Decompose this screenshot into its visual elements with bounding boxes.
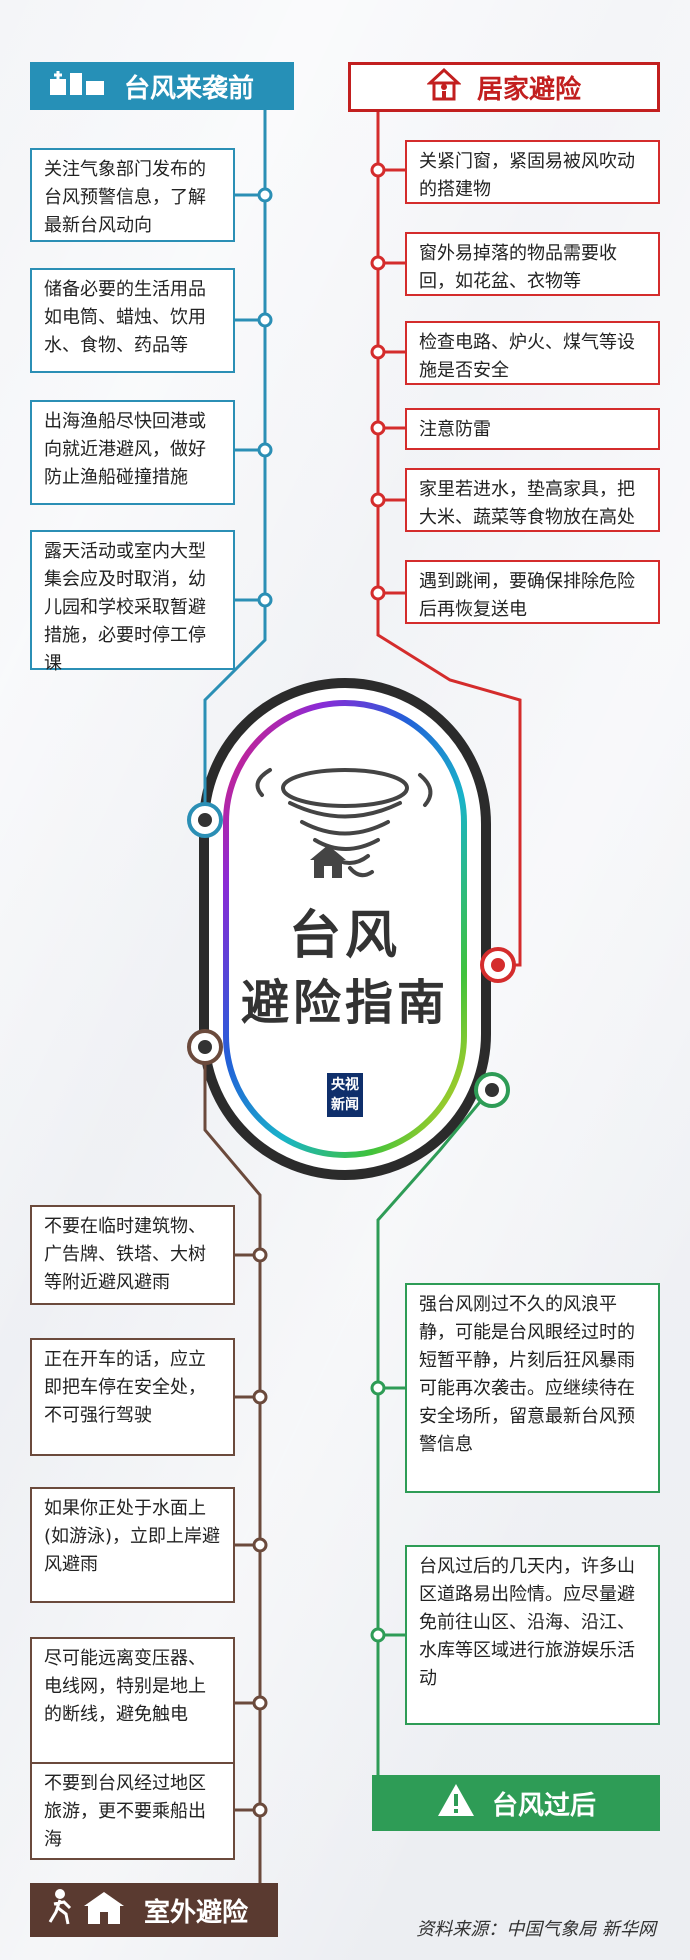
runner-house-icon (48, 1888, 128, 1933)
list-item: 尽可能远离变压器、电线网，特别是地上的断线，避免触电 (30, 1637, 235, 1767)
header-outdoor: 室外避险 (30, 1883, 278, 1937)
list-item: 出海渔船尽快回港或向就近港避风，做好防止渔船碰撞措施 (30, 400, 235, 505)
logo-line2: 新闻 (331, 1097, 359, 1113)
header-after: 台风过后 (372, 1775, 660, 1831)
title-line1: 台风 (288, 906, 401, 966)
title-line2: 避险指南 (240, 975, 449, 1031)
list-item: 储备必要的生活用品如电筒、蜡烛、饮用水、食物、药品等 (30, 268, 235, 373)
supplies-icon (48, 67, 108, 106)
list-item: 不要到台风经过地区旅游，更不要乘船出海 (30, 1762, 235, 1860)
capsule-rainbow (223, 700, 467, 1158)
list-item: 检查电路、炉火、煤气等设施是否安全 (405, 321, 660, 385)
list-item: 强台风刚过不久的风浪平静，可能是台风眼经过时的短暂平静，片刻后狂风暴雨可能再次袭… (405, 1283, 660, 1493)
cctv-news-logo: 央视 新闻 (327, 1073, 363, 1117)
source-text: 资料来源：中国气象局 新华网 (416, 1919, 656, 1940)
list-item: 正在开车的话，应立即把车停在安全处，不可强行驾驶 (30, 1338, 235, 1456)
list-item: 关紧门窗，紧固易被风吹动的搭建物 (405, 140, 660, 204)
logo-line1: 央视 (331, 1077, 359, 1093)
house-icon (310, 845, 346, 878)
header-home: 居家避险 (348, 62, 660, 112)
header-before: 台风来袭前 (30, 62, 294, 110)
list-item: 关注气象部门发布的台风预警信息，了解最新台风动向 (30, 148, 235, 242)
header-home-label: 居家避险 (476, 74, 581, 105)
list-item: 不要在临时建筑物、广告牌、铁塔、大树等附近避风避雨 (30, 1205, 235, 1305)
header-outdoor-label: 室外避险 (144, 1897, 249, 1928)
list-item: 台风过后的几天内，许多山区道路易出险情。应尽量避免前往山区、沿海、沿江、水库等区… (405, 1545, 660, 1725)
list-item: 如果你正处于水面上(如游泳)，立即上岸避风避雨 (30, 1487, 235, 1603)
header-before-label: 台风来袭前 (124, 73, 255, 104)
house-person-icon (426, 67, 462, 108)
list-item: 家里若进水，垫高家具，把大米、蔬菜等食物放在高处 (405, 468, 660, 532)
list-item: 注意防雷 (405, 408, 660, 450)
list-item: 窗外易掉落的物品需要收回，如花盆、衣物等 (405, 232, 660, 296)
warning-icon (436, 1782, 476, 1825)
list-item: 露天活动或室内大型集会应及时取消，幼儿园和学校采取暂避措施，必要时停工停课 (30, 530, 235, 674)
header-after-label: 台风过后 (491, 1790, 596, 1821)
list-item: 遇到跳闸，要确保排除危险后再恢复送电 (405, 560, 660, 624)
